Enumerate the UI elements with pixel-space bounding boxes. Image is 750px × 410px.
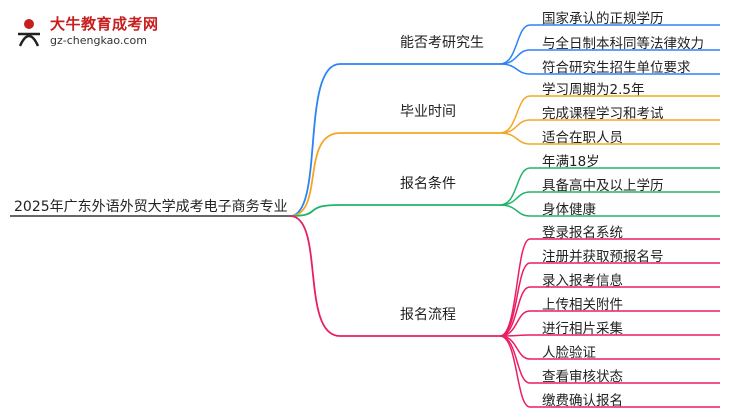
leaf-connector xyxy=(499,335,531,408)
leaf-connector xyxy=(499,262,531,337)
leaf-item: 适合在职人员 xyxy=(542,130,623,146)
leaf-item: 学习周期为2.5年 xyxy=(542,82,645,98)
branch-label-eligibility: 报名条件 xyxy=(400,176,456,192)
leaf-item: 缴费确认报名 xyxy=(542,393,623,409)
leaf-connector xyxy=(499,24,531,65)
branch-label-process: 报名流程 xyxy=(400,307,456,323)
leaf-item: 与全日制本科同等法律效力 xyxy=(542,36,704,52)
leaf-item: 查看审核状态 xyxy=(542,369,623,385)
leaf-item: 录入报考信息 xyxy=(542,273,623,289)
leaf-item: 年满18岁 xyxy=(542,154,600,170)
logo-title: 大牛教育成考网 xyxy=(50,15,159,33)
leaf-connector xyxy=(499,119,531,134)
leaf-item: 完成课程学习和考试 xyxy=(542,106,664,122)
leaf-item: 上传相关附件 xyxy=(542,297,623,313)
logo-url: gz-chengkao.com xyxy=(50,34,147,47)
branch-label-graduation-time: 毕业时间 xyxy=(400,104,456,120)
branch-connector xyxy=(289,215,341,337)
branch-connector xyxy=(289,204,341,217)
leaf-item: 具备高中及以上学历 xyxy=(542,178,664,194)
leaf-connector xyxy=(499,238,531,337)
leaf-item: 国家承认的正规学历 xyxy=(542,11,664,27)
logo: 大牛教育成考网 gz-chengkao.com xyxy=(14,12,164,52)
leaf-item: 人脸验证 xyxy=(542,345,596,361)
leaf-item: 登录报名系统 xyxy=(542,225,623,241)
leaf-item: 符合研究生招生单位要求 xyxy=(542,60,691,76)
logo-emblem-icon xyxy=(18,19,40,47)
leaf-connector xyxy=(499,63,531,75)
branch-connector xyxy=(289,63,341,217)
leaf-connector xyxy=(499,132,531,145)
root-topic: 2025年广东外语外贸大学成考电子商务专业 xyxy=(14,199,288,215)
leaf-connector xyxy=(499,49,531,65)
branch-label-postgraduate: 能否考研究生 xyxy=(400,35,484,51)
leaf-item: 进行相片采集 xyxy=(542,321,623,337)
branch-connector xyxy=(289,132,341,217)
leaf-item: 身体健康 xyxy=(542,202,596,218)
leaf-item: 注册并获取预报名号 xyxy=(542,249,664,265)
leaf-connector xyxy=(499,204,531,217)
leaf-connector xyxy=(499,191,531,206)
leaf-connector xyxy=(499,335,531,384)
